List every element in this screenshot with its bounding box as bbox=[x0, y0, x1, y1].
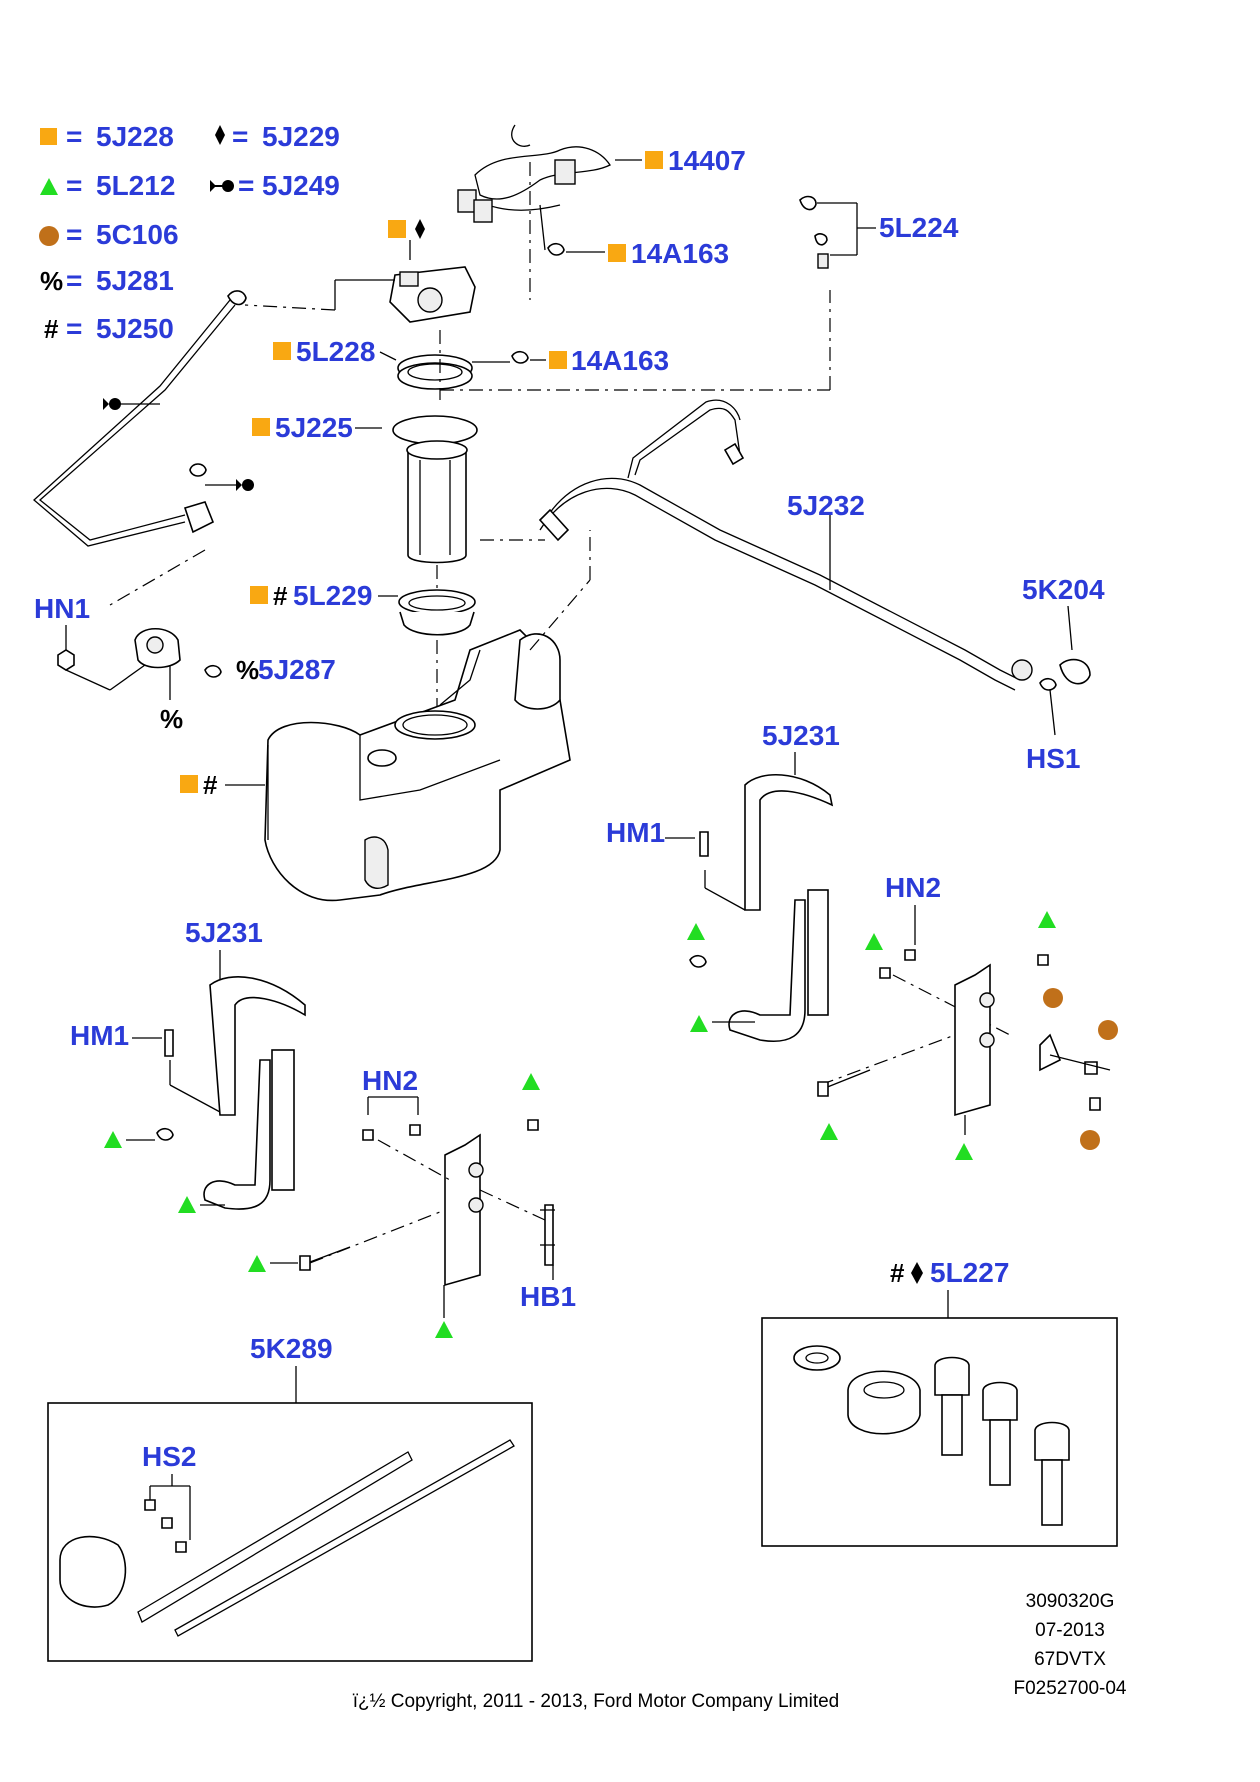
fuel-line-5J232: 5J232 bbox=[480, 399, 1021, 691]
bolt-icon bbox=[210, 180, 234, 192]
fuel-filter: 5J225 bbox=[252, 412, 478, 595]
kit-5K289: 5K289 HS2 bbox=[47, 1333, 533, 1662]
bolt-2 bbox=[982, 1381, 1018, 1486]
callout-HS1: HS1 bbox=[1026, 743, 1080, 774]
callout-5K289: 5K289 bbox=[250, 1333, 333, 1364]
legend-eq: = bbox=[232, 121, 248, 152]
legend-code-5J249: 5J249 bbox=[262, 170, 340, 201]
callout-HB1: HB1 bbox=[520, 1281, 576, 1312]
triangle-icon bbox=[40, 178, 58, 195]
legend: = 5J228 = 5J229 = 5L212 = 5J249 = 5C106 … bbox=[39, 121, 340, 344]
callout-HM1-left: HM1 bbox=[70, 1020, 129, 1051]
strap-left: 5J231 HM1 bbox=[70, 917, 306, 1213]
callout-HN2-right: HN2 bbox=[885, 872, 941, 903]
callout-HN1: HN1 bbox=[34, 593, 90, 624]
figure-number: F0252700-04 bbox=[1013, 1678, 1126, 1699]
legend-eq: = bbox=[66, 170, 82, 201]
callout-HM1-right: HM1 bbox=[606, 817, 665, 848]
callout-hash: # bbox=[890, 1258, 905, 1288]
kit-box bbox=[47, 1402, 533, 1662]
bolt-icon bbox=[205, 479, 254, 491]
valve-5J287: HN1 % % 5J287 bbox=[34, 593, 336, 734]
circle-icon bbox=[39, 226, 59, 246]
copyright-text: ï¿½ Copyright, 2011 - 2013, Ford Motor C… bbox=[353, 1691, 840, 1712]
bolt-1 bbox=[934, 1356, 970, 1456]
fuel-tank: # bbox=[180, 629, 571, 902]
connector-5L224: 5L224 bbox=[799, 195, 959, 269]
legend-code-5J228: 5J228 bbox=[96, 121, 174, 152]
drawing-date: 07-2013 bbox=[1035, 1620, 1105, 1641]
fuel-pump-sender bbox=[244, 219, 476, 323]
legend-symbol-hash: # bbox=[44, 314, 59, 344]
fuel-line-left bbox=[33, 290, 254, 606]
callout-5K204: 5K204 bbox=[1022, 574, 1105, 605]
legend-eq: = bbox=[66, 219, 82, 250]
callout-hash: # bbox=[273, 581, 288, 611]
callout-14407: 14407 bbox=[668, 145, 746, 176]
legend-code-5C106: 5C106 bbox=[96, 219, 179, 250]
callout-5L224: 5L224 bbox=[879, 212, 959, 243]
square-icon bbox=[40, 128, 57, 145]
bracket-right: HN2 bbox=[817, 872, 1118, 1160]
kit-5L227: # 5L227 bbox=[761, 1257, 1118, 1547]
legend-code-5J229: 5J229 bbox=[262, 121, 340, 152]
callout-percent: % bbox=[160, 704, 183, 734]
bolt-3 bbox=[1034, 1421, 1070, 1526]
callout-HN2-left: HN2 bbox=[362, 1065, 418, 1096]
strap-right: 5J231 HM1 bbox=[606, 720, 840, 1042]
callout-5J225: 5J225 bbox=[275, 412, 353, 443]
callout-14A163-top: 14A163 bbox=[631, 238, 729, 269]
legend-symbol-percent: % bbox=[40, 266, 63, 296]
drawing-code: 3090320G bbox=[1026, 1591, 1115, 1612]
legend-eq: = bbox=[238, 170, 254, 201]
legend-code-5L212: 5L212 bbox=[96, 170, 175, 201]
seal: # 5L229 bbox=[250, 580, 476, 710]
vehicle-code: 67DVTX bbox=[1034, 1649, 1106, 1670]
svg-text:=: = bbox=[66, 121, 82, 152]
bolt-icon bbox=[103, 398, 160, 410]
callout-percent: % bbox=[236, 655, 259, 685]
callout-5L229: 5L229 bbox=[293, 580, 372, 611]
legend-eq: = bbox=[66, 121, 82, 152]
callout-5L227: 5L227 bbox=[930, 1257, 1009, 1288]
callout-HS2: HS2 bbox=[142, 1441, 196, 1472]
legend-code-5J281: 5J281 bbox=[96, 265, 174, 296]
legend-eq: = bbox=[66, 313, 82, 344]
bracket-left: HN2 HB1 bbox=[248, 1065, 576, 1338]
callout-hash: # bbox=[203, 770, 218, 800]
wiring-harness: 14407 14A163 bbox=[457, 124, 746, 300]
legend-eq: = bbox=[66, 265, 82, 296]
diamond-icon bbox=[911, 1262, 923, 1284]
callout-5J287: 5J287 bbox=[258, 654, 336, 685]
callout-14A163-mid: 14A163 bbox=[571, 345, 669, 376]
footer: 3090320G 07-2013 67DVTX F0252700-04 ï¿½ … bbox=[353, 1591, 1127, 1712]
callout-5J232: 5J232 bbox=[787, 490, 865, 521]
kit-box bbox=[761, 1317, 1118, 1547]
callout-5J231-left: 5J231 bbox=[185, 917, 263, 948]
diamond-icon bbox=[415, 219, 425, 239]
legend-code-5J250: 5J250 bbox=[96, 313, 174, 344]
lock-ring: 5L228 14A163 bbox=[273, 290, 831, 400]
valve-5K204: 5K204 HS1 bbox=[1011, 574, 1105, 774]
callout-5L228: 5L228 bbox=[296, 336, 375, 367]
diamond-icon bbox=[215, 125, 225, 145]
callout-5J231-right: 5J231 bbox=[762, 720, 840, 751]
